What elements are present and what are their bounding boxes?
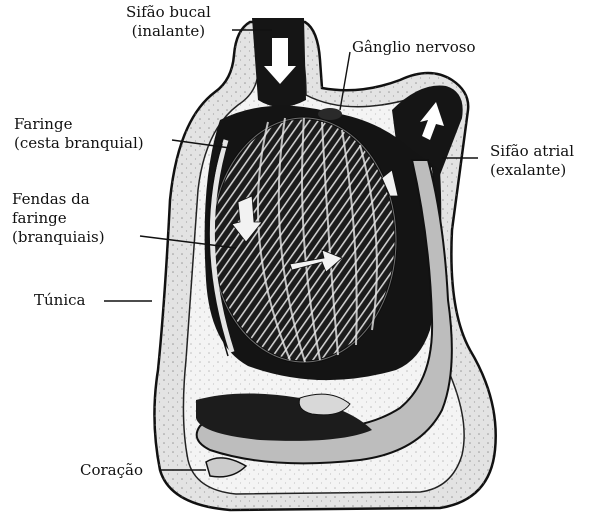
label-ganglio-nervoso: Gânglio nervoso xyxy=(352,38,476,57)
label-tunica: Túnica xyxy=(34,291,85,310)
label-sifao-atrial: Sifão atrial (exalante) xyxy=(490,142,574,180)
label-faringe: Faringe (cesta branquial) xyxy=(14,115,144,153)
label-fendas-faringe: Fendas da faringe (branquiais) xyxy=(12,190,105,247)
label-coracao: Coração xyxy=(80,461,143,480)
label-sifao-bucal: Sifão bucal (inalante) xyxy=(126,3,211,41)
nerve-ganglion xyxy=(318,108,342,120)
